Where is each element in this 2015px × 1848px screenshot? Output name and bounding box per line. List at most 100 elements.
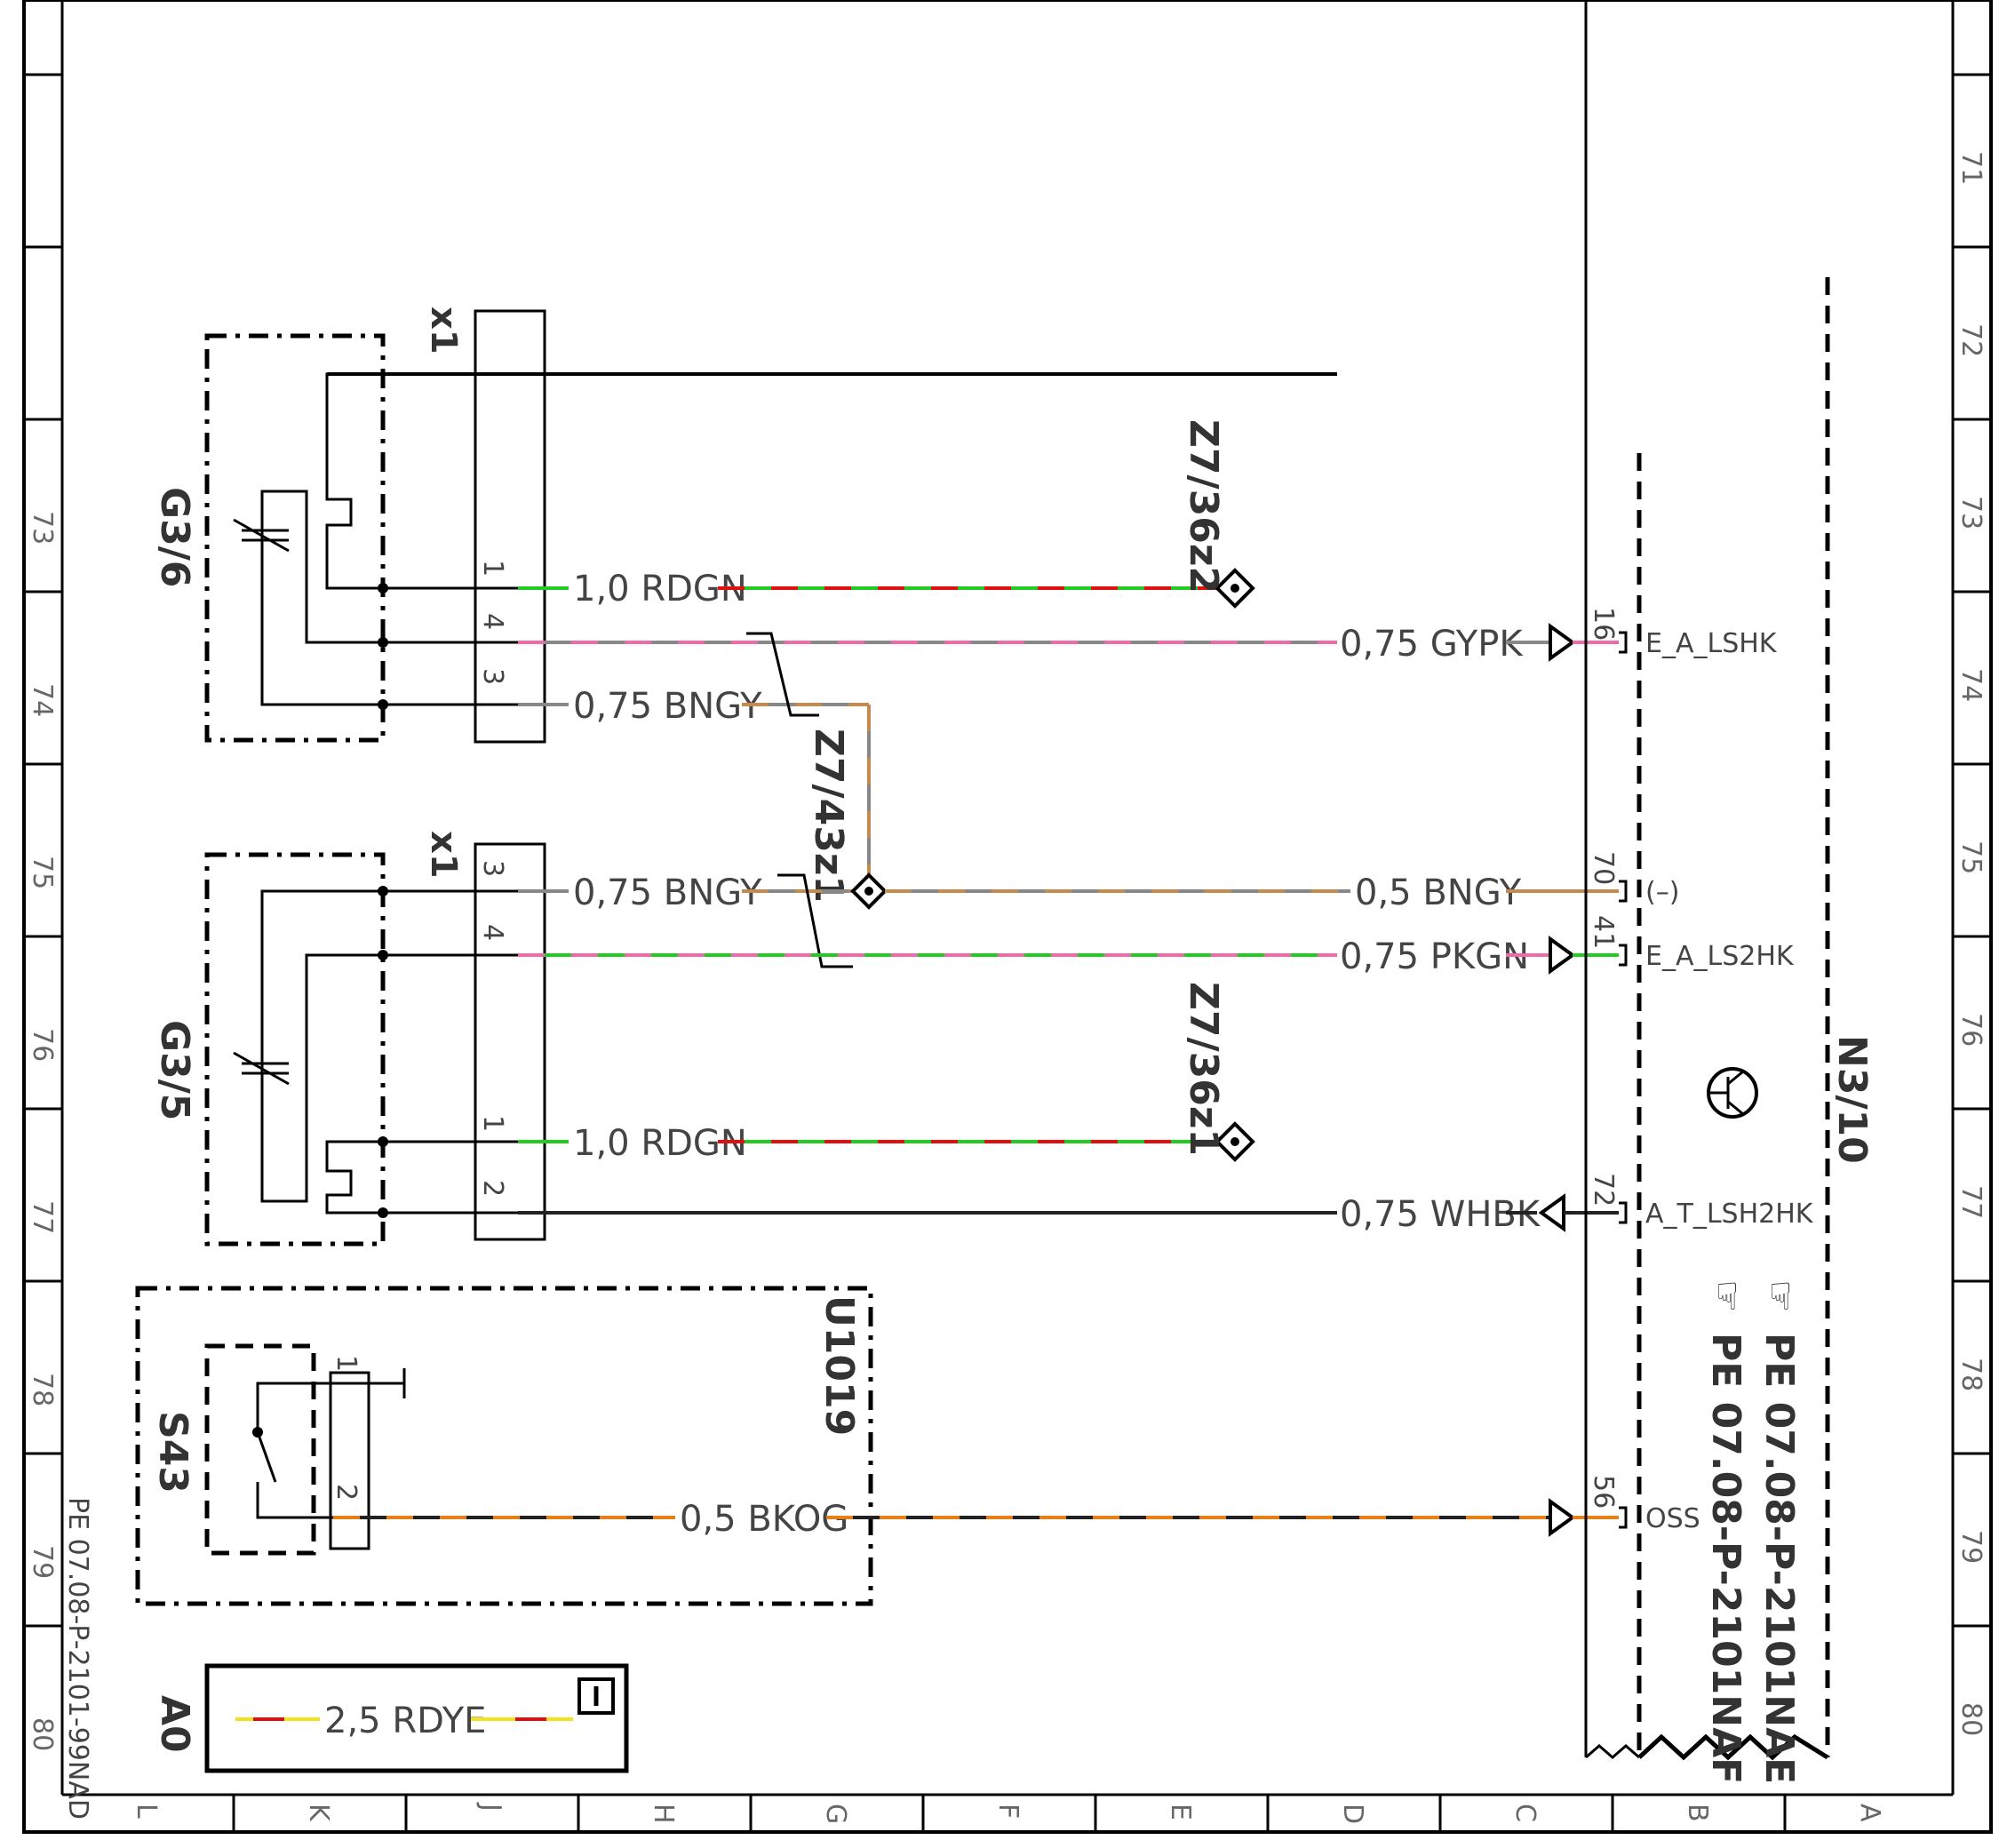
row-number-79: 79 <box>27 1545 58 1579</box>
column-letter-h: H <box>648 1804 679 1824</box>
wire-pkgn: 0,75 PKGN <box>518 936 1619 977</box>
g3-6-pin-3: 3 <box>477 668 508 685</box>
row-number-78: 78 <box>1955 1358 1987 1391</box>
g3-6-pin-1: 1 <box>477 560 508 577</box>
a0-label: A0 <box>152 1695 197 1753</box>
row-number-71: 71 <box>1955 151 1987 185</box>
wire-bkog: 0,5 BKOG <box>333 1498 1619 1540</box>
signal-e-a-ls2hk: E_A_LS2HK <box>1645 941 1795 972</box>
row-number-72: 72 <box>1955 323 1987 357</box>
wire-bngy-bottom: 0,75 BNGY <box>518 872 888 968</box>
signal-oss: OSS <box>1645 1503 1700 1534</box>
pointing-hand-icon: ☞ <box>1759 1279 1803 1313</box>
row-number-73: 73 <box>27 511 58 545</box>
reference-nae: ☞ PE 07.08-P-2101NAE <box>1756 1279 1803 1784</box>
pin-72: 72 A_T_LSH2HK <box>1588 1173 1814 1230</box>
u1019-label: U1019 <box>816 1295 862 1436</box>
row-number-74: 74 <box>27 683 58 717</box>
component-u1019: U1019 <box>135 1286 873 1606</box>
row-number-80: 80 <box>27 1717 58 1751</box>
component-g3-5: G3/5 <box>152 852 388 1247</box>
legend-wire-label: 2,5 RDYE <box>324 1701 486 1741</box>
row-number-73: 73 <box>1955 496 1987 530</box>
row-number-77: 77 <box>1955 1185 1987 1219</box>
row-number-76: 76 <box>1955 1013 1987 1047</box>
wire-bngy-top: 0,75 BNGY Z7/43z1 <box>518 632 871 903</box>
bottom-ruler: L K J H G F E D C B A <box>131 1795 1885 1832</box>
row-number-79: 79 <box>1955 1530 1987 1564</box>
column-letter-g: G <box>820 1804 851 1824</box>
wire-label-3: 0,75 BNGY <box>573 686 762 727</box>
column-letter-b: B <box>1682 1804 1713 1822</box>
column-letter-l: L <box>131 1804 162 1819</box>
signal-a-t-lsh2hk: A_T_LSH2HK <box>1645 1199 1814 1230</box>
left-ruler: 73 74 75 76 77 78 79 80 <box>24 73 62 1751</box>
pin-16: 16 E_A_LSHK <box>1588 607 1778 659</box>
connector-x1-bottom: x1 3 4 1 2 <box>383 831 546 1241</box>
module-n3-10: N3/10 16 E_A_LSHK 70 (–) 41 E_A_LS2HK 72… <box>1584 0 1875 1784</box>
wire-gypk: 0,75 GYPK <box>518 623 1619 665</box>
z7-36z1-label: Z7/36z1 <box>1181 982 1226 1156</box>
s43-pin-1: 1 <box>331 1355 362 1372</box>
pin-56-label: 56 <box>1588 1475 1619 1509</box>
right-ruler: 71 72 73 74 75 76 77 78 79 80 <box>1953 73 1991 1736</box>
signal-e-a-lshk: E_A_LSHK <box>1645 628 1778 659</box>
column-letter-e: E <box>1165 1804 1196 1820</box>
pointing-hand-icon: ☞ <box>1706 1279 1749 1313</box>
z7-36z2-label: Z7/36z2 <box>1181 419 1226 593</box>
wire-label-4: 0,75 BNGY <box>573 872 762 913</box>
g3-5-pin-4: 4 <box>477 924 508 941</box>
pin-70-label: 70 <box>1588 851 1619 885</box>
n3-10-label: N3/10 <box>1829 1035 1875 1164</box>
pin-70: 70 (–) <box>1588 851 1679 908</box>
column-letter-d: D <box>1337 1804 1368 1824</box>
wire-label-2: 0,75 GYPK <box>1340 624 1524 665</box>
outer-frame <box>22 0 1993 1834</box>
reference-naf-label: PE 07.08-P-2101NAF <box>1703 1333 1748 1784</box>
wire-rdgn-top: 1,0 RDGN Z7/36z2 <box>518 419 1255 609</box>
column-letter-k: K <box>303 1804 334 1822</box>
column-letter-a: A <box>1854 1804 1885 1822</box>
column-letter-j: J <box>475 1802 506 1812</box>
signal-minus: (–) <box>1645 877 1679 908</box>
wire-bngy-to-module: 0,5 BNGY <box>885 872 1619 913</box>
g3-5-label: G3/5 <box>152 1020 197 1120</box>
g3-5-pin-2: 2 <box>477 1180 508 1197</box>
wire-label-9: 0,5 BKOG <box>680 1499 848 1540</box>
component-g3-6: G3/6 <box>152 333 388 743</box>
g3-6-pin-4: 4 <box>477 613 508 630</box>
row-number-75: 75 <box>1955 840 1987 874</box>
g3-6-label: G3/6 <box>152 487 197 587</box>
reference-nae-label: PE 07.08-P-2101NAE <box>1756 1333 1802 1784</box>
x1-top-label: x1 <box>423 307 464 354</box>
column-letter-c: C <box>1509 1804 1541 1822</box>
x1-bottom-label: x1 <box>423 831 464 879</box>
row-number-77: 77 <box>27 1200 58 1234</box>
pin-41: 41 E_A_LS2HK <box>1588 915 1795 972</box>
pin-41-label: 41 <box>1588 915 1619 949</box>
row-number-78: 78 <box>27 1373 58 1406</box>
pin-56: 56 OSS <box>1588 1475 1700 1534</box>
pin-16-label: 16 <box>1588 607 1619 641</box>
g3-5-pin-1: 1 <box>477 1115 508 1132</box>
row-number-80: 80 <box>1955 1702 1987 1736</box>
document-id: PE 07.08-P-2101-99NAD <box>62 1497 93 1820</box>
component-s43: S43 1 2 <box>150 1343 406 1556</box>
row-number-74: 74 <box>1955 668 1987 702</box>
wire-label-5: 0,5 BNGY <box>1355 872 1522 913</box>
wire-whbk: 0,75 WHBK <box>518 1193 1619 1235</box>
z7-43z1-label: Z7/43z1 <box>806 729 851 903</box>
connector-x1-top: x1 1 4 3 <box>383 307 546 744</box>
g3-5-pin-3: 3 <box>477 860 508 877</box>
pin-72-label: 72 <box>1588 1173 1619 1207</box>
legend-a0: A0 2,5 RDYE <box>152 1663 629 1773</box>
column-letter-f: F <box>992 1804 1023 1819</box>
wire-label-6: 0,75 PKGN <box>1340 936 1529 977</box>
wire-rdgn-bottom: 1,0 RDGN Z7/36z1 <box>518 982 1255 1164</box>
s43-label: S43 <box>150 1411 195 1494</box>
s43-pin-2: 2 <box>331 1484 362 1501</box>
reference-naf: ☞ PE 07.08-P-2101NAF <box>1703 1279 1749 1784</box>
row-number-75: 75 <box>27 856 58 889</box>
row-number-76: 76 <box>27 1028 58 1062</box>
